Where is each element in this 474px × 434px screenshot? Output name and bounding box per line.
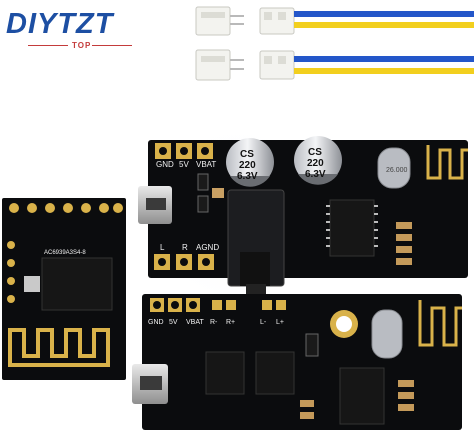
- capacitor-right: [294, 136, 342, 184]
- connector-cable-2: [195, 49, 474, 81]
- board-a-label-vbat: VBAT: [196, 160, 216, 169]
- board-a-bottom-pads: [154, 254, 214, 270]
- board-b-top-pads: [150, 298, 286, 312]
- module-chip-label: AC6939A3S4-8: [44, 250, 86, 256]
- board-b-label-r-minus: R-: [210, 319, 218, 326]
- board-b-label-l-minus: L-: [260, 319, 267, 326]
- board-a-label-l: L: [160, 243, 165, 252]
- crystal-label: 26.000: [386, 167, 408, 174]
- board-b-amp-chip-2: [255, 351, 295, 395]
- board-b-amp-chip-1: [205, 351, 245, 395]
- brand-logo-text: DIYTZT: [6, 8, 114, 40]
- board-a-label-5v: 5V: [179, 160, 189, 169]
- brand-logo-subtext: TOP: [72, 41, 92, 50]
- brand-logo: DIYTZT TOP: [6, 8, 136, 50]
- cap-left-voltage: 6.3V: [237, 171, 258, 182]
- board-b-label-l-plus: L+: [276, 319, 284, 326]
- board-a-chip: [329, 199, 375, 257]
- board-a-top-pads: [155, 143, 213, 159]
- board-b-crystal: [371, 309, 403, 359]
- cap-right-voltage: 6.3V: [305, 169, 326, 180]
- board-b-label-gnd: GND: [148, 319, 164, 326]
- board-a: GND 5V VBAT CS 220 6.3V CS 220 6.3V 26.0: [138, 136, 468, 294]
- board-b-antenna: [418, 300, 462, 347]
- capacitor-left: [226, 138, 274, 186]
- board-b-chip: [339, 367, 385, 425]
- board-a-label-r: R: [182, 243, 188, 252]
- module-antenna: [8, 328, 110, 367]
- board-b-label-r-plus: R+: [226, 319, 235, 326]
- logo-divider-left: [28, 45, 68, 46]
- board-a-label-agnd: AGND: [196, 243, 219, 252]
- board-a-label-gnd: GND: [156, 160, 174, 169]
- cap-right-brand: CS: [308, 147, 322, 158]
- logo-divider-right: [92, 45, 132, 46]
- board-b: GND 5V VBAT R- R+ L- L+: [132, 294, 462, 430]
- cap-left-brand: CS: [240, 149, 254, 160]
- board-a-crystal: [377, 147, 411, 189]
- cap-left-value: 220: [239, 160, 256, 171]
- connector-cable-1: [195, 6, 474, 36]
- board-b-label-5v: 5V: [169, 319, 178, 326]
- module-chip: [41, 257, 113, 311]
- bluetooth-module: AC6939A3S4-8: [2, 198, 126, 380]
- board-b-label-vbat: VBAT: [186, 319, 204, 326]
- cap-right-value: 220: [307, 158, 324, 169]
- board-a-antenna: [426, 145, 468, 180]
